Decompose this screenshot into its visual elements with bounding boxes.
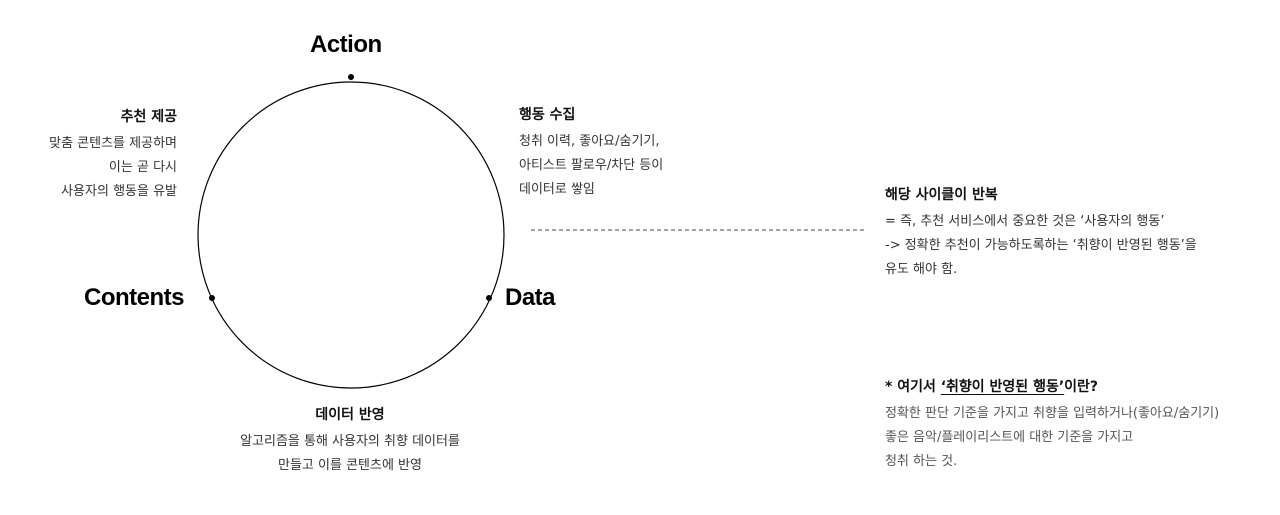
definition-line: 정확한 판단 기준을 가지고 취향을 입력하거나(좋아요/숨기기) <box>885 406 1220 421</box>
collect-line: 데이터로 쌓임 <box>519 182 595 197</box>
definition-title-term: ‘취향이 반영된 행동’ <box>940 379 1065 395</box>
definition-note: * 여기서 ‘취향이 반영된 행동’이란? 정확한 판단 기준을 가지고 취향을… <box>885 376 1219 474</box>
reflect-line: 만들고 이를 콘텐츠에 반영 <box>278 458 422 473</box>
recommend-section: 추천 제공 맞춤 콘텐츠를 제공하며 이는 곧 다시 사용자의 행동을 유발 <box>49 106 177 204</box>
collect-section: 행동 수집 청취 이력, 좋아요/숨기기, 아티스트 팔로우/차단 등이 데이터… <box>519 104 663 202</box>
reflect-title: 데이터 반영 <box>315 407 385 423</box>
collect-line: 아티스트 팔로우/차단 등이 <box>519 158 664 173</box>
definition-title-suffix: 이란? <box>1064 379 1099 395</box>
contents-node <box>209 295 215 301</box>
recommend-line: 이는 곧 다시 <box>108 160 177 175</box>
definition-line: 청취 하는 것. <box>885 454 958 469</box>
action-node <box>348 74 354 80</box>
definition-line: 좋은 음악/플레이리스트에 대한 기준을 가지고 <box>885 430 1134 445</box>
collect-title: 행동 수집 <box>519 107 576 123</box>
repeat-line: 유도 해야 함. <box>885 262 958 277</box>
action-label: Action <box>310 31 382 58</box>
collect-line: 청취 이력, 좋아요/숨기기, <box>519 134 660 149</box>
data-node <box>486 295 492 301</box>
contents-label: Contents <box>84 284 185 311</box>
reflect-section: 데이터 반영 알고리즘을 통해 사용자의 취향 데이터를 만들고 이를 콘텐츠에… <box>200 404 500 478</box>
repeat-line: -> 정확한 추천이 가능하도록하는 ‘취향이 반영된 행동’을 <box>885 238 1197 253</box>
repeat-note: 해당 사이클이 반복 = 즉, 추천 서비스에서 중요한 것은 ‘사용자의 행동… <box>885 184 1197 282</box>
recommend-line: 사용자의 행동을 유발 <box>61 184 177 199</box>
recommend-title: 추천 제공 <box>120 109 177 125</box>
cycle-circle <box>197 81 505 389</box>
data-label: Data <box>505 284 556 311</box>
recommend-line: 맞춤 콘텐츠를 제공하며 <box>49 136 177 151</box>
definition-title: * 여기서 ‘취향이 반영된 행동’이란? <box>885 376 1219 396</box>
reflect-line: 알고리즘을 통해 사용자의 취향 데이터를 <box>240 434 460 449</box>
repeat-line: = 즉, 추천 서비스에서 중요한 것은 ‘사용자의 행동’ <box>885 214 1165 229</box>
repeat-title: 해당 사이클이 반복 <box>885 187 998 203</box>
definition-title-prefix: * 여기서 <box>885 379 941 395</box>
